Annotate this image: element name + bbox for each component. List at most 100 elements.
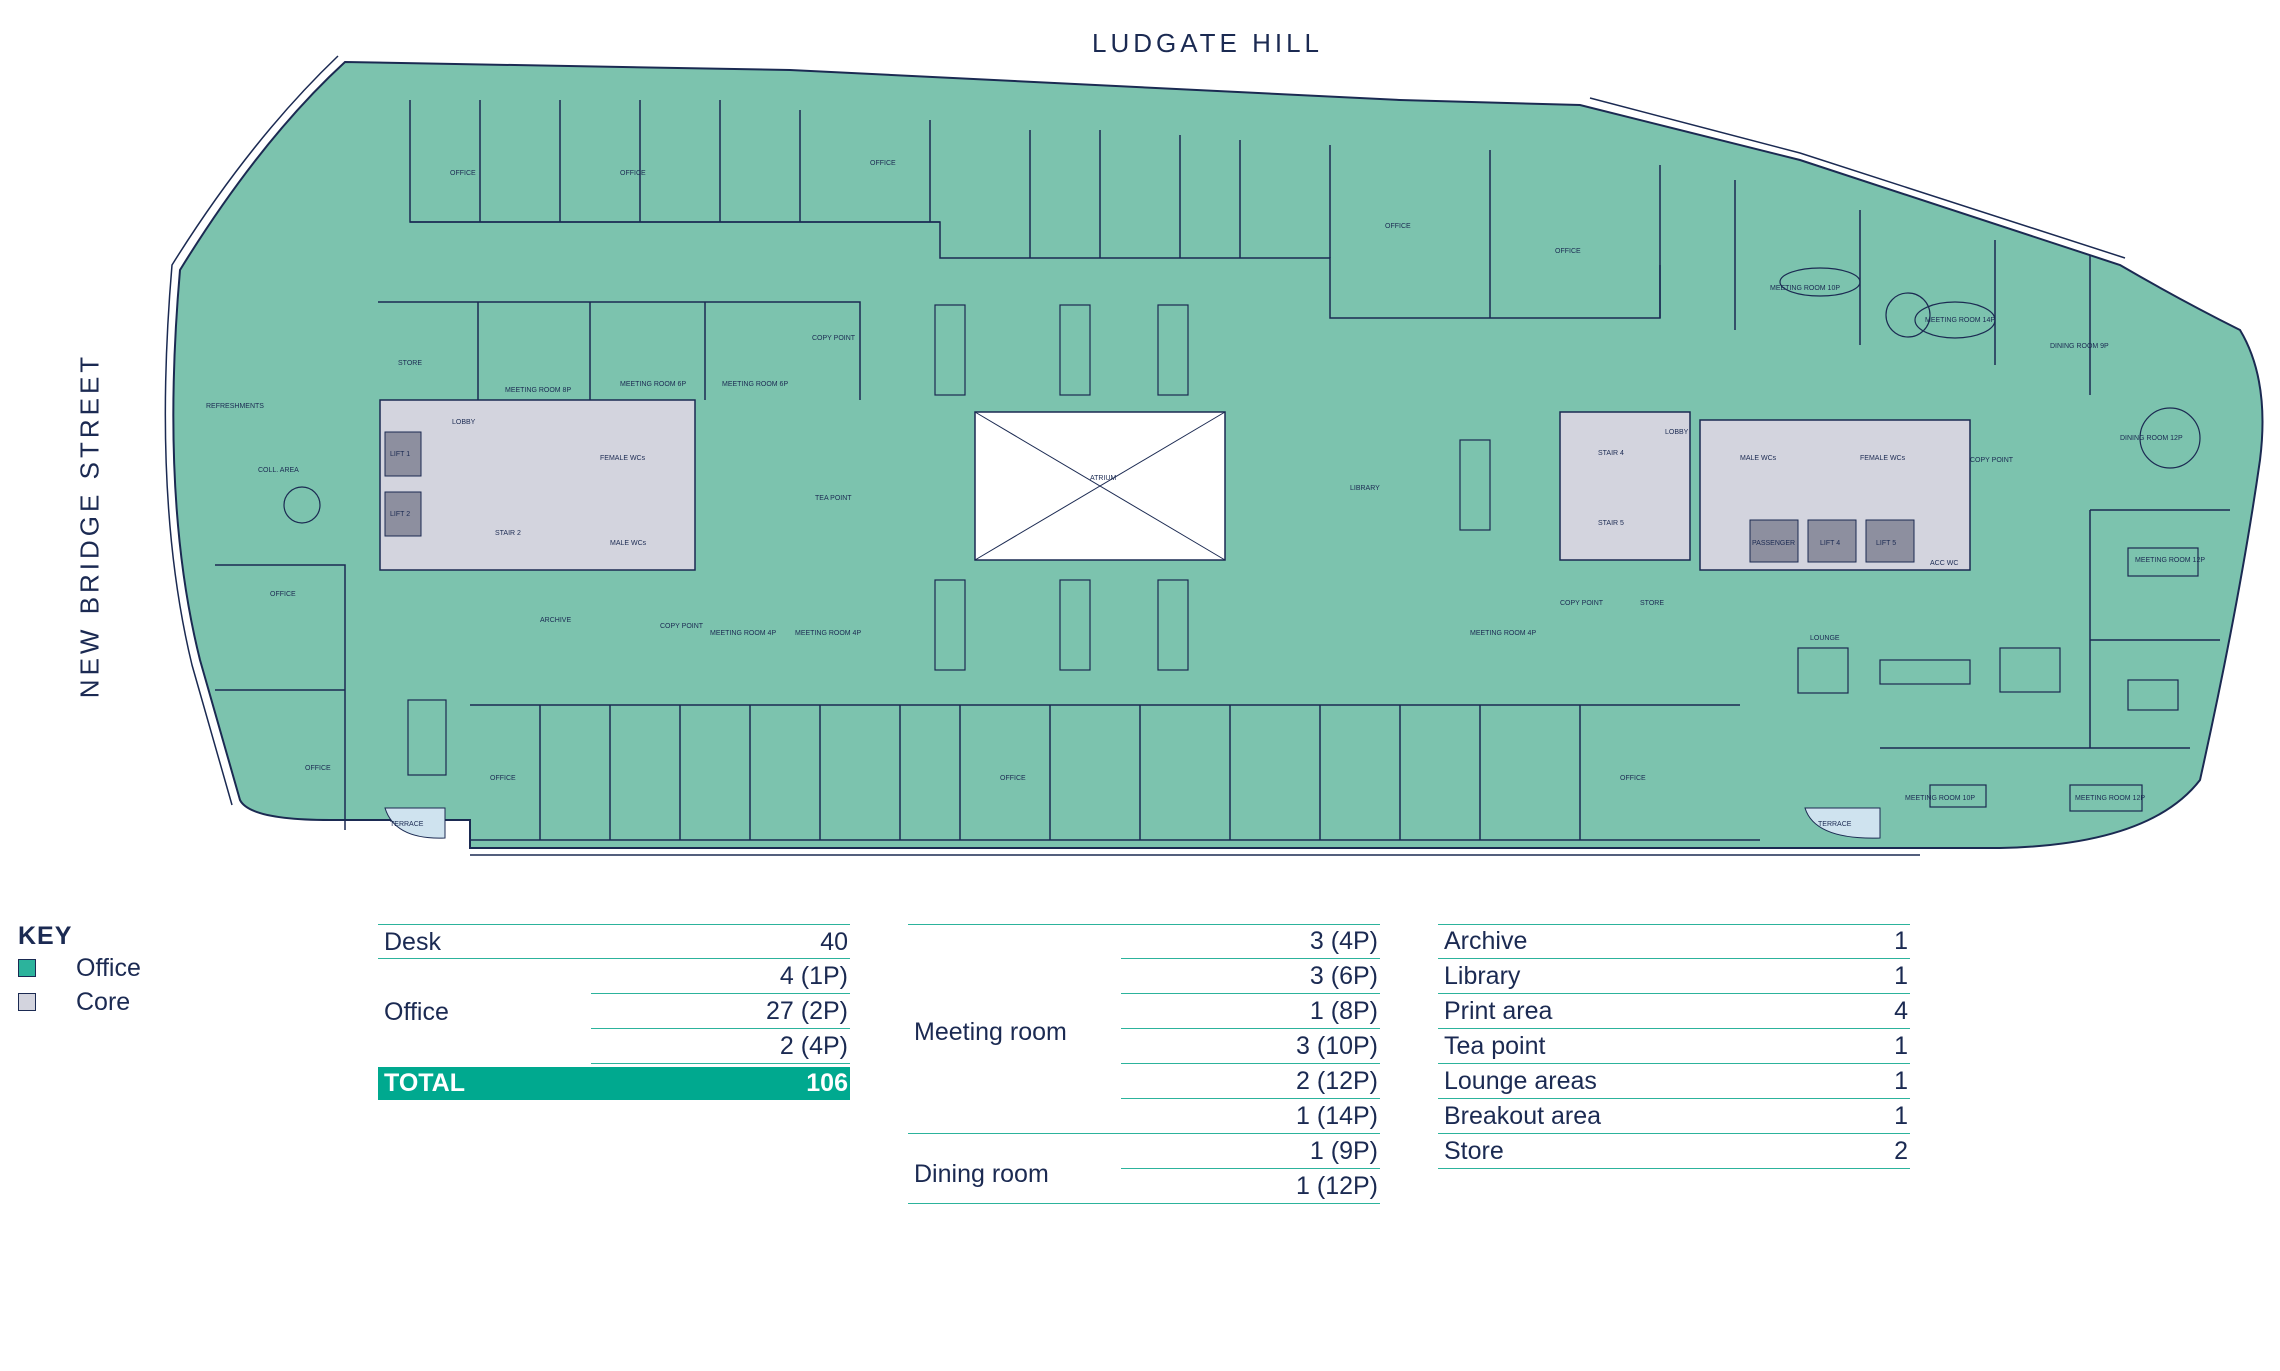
plan-label-copy-point: COPY POINT xyxy=(812,335,856,342)
meeting-room-label: Meeting room xyxy=(914,1018,1067,1046)
street-name-top: LUDGATE HILL xyxy=(1092,28,1324,58)
plan-label-lobby: LOBBY xyxy=(452,419,476,426)
office-value-4p: 2 (4P) xyxy=(779,1032,848,1060)
plan-label-office-9: OFFICE xyxy=(1000,775,1026,782)
meeting-value-14p: 1 (14P) xyxy=(1296,1102,1378,1130)
archive-label: Archive xyxy=(1444,927,1528,955)
table-row-archive: Archive 1 xyxy=(1438,924,1910,959)
breakout-area-label: Breakout area xyxy=(1444,1102,1602,1130)
table-row-meeting-14p: 1 (14P) xyxy=(908,1099,1380,1134)
plan-label-stair-2: STAIR 2 xyxy=(495,530,521,537)
plan-label-female-wcs: FEMALE WCs xyxy=(600,455,646,462)
plan-label-coll-area: COLL. AREA xyxy=(258,467,299,474)
meeting-value-10p: 3 (10P) xyxy=(1296,1032,1378,1060)
table-row-meeting-12p: 2 (12P) xyxy=(1121,1064,1380,1099)
table-row-office-4p: 2 (4P) xyxy=(591,1029,850,1064)
plan-label-stair-4: STAIR 4 xyxy=(1598,450,1624,457)
key-label-office: Office xyxy=(76,953,141,982)
office-value-1p: 4 (1P) xyxy=(779,962,848,990)
lounge-areas-label: Lounge areas xyxy=(1444,1067,1597,1095)
tea-point-value: 1 xyxy=(1894,1032,1908,1060)
plan-label-office-3: OFFICE xyxy=(870,160,896,167)
table-row-desk: Desk 40 xyxy=(378,924,850,959)
plan-label-refreshments: REFRESHMENTS xyxy=(206,403,264,410)
plan-label-meeting-4p-2: MEETING ROOM 4P xyxy=(795,630,861,637)
plan-label-meeting-10p-2: MEETING ROOM 10P xyxy=(1905,795,1975,802)
plan-label-male-wcs-2: MALE WCs xyxy=(1740,455,1777,462)
map-key: KEY Office Core xyxy=(18,922,141,1019)
plan-label-archive: ARCHIVE xyxy=(540,617,571,624)
table-row-dining-9p: 1 (9P) xyxy=(1121,1134,1380,1169)
plan-label-meeting-8p: MEETING ROOM 8P xyxy=(505,387,571,394)
plan-label-lift-5: LIFT 5 xyxy=(1876,540,1896,547)
plan-label-store-2: STORE xyxy=(1640,600,1664,607)
plan-label-meeting-4p: MEETING ROOM 4P xyxy=(710,630,776,637)
library-value: 1 xyxy=(1894,962,1908,990)
office-value-2p: 27 (2P) xyxy=(766,997,848,1025)
store-value: 2 xyxy=(1894,1137,1908,1165)
floor-plan: ATRIUM LIBRARY LOUNGE ARCHIVE STORE STOR… xyxy=(164,55,2264,856)
plan-label-stair-5: STAIR 5 xyxy=(1598,520,1624,527)
plan-label-meeting-6p: MEETING ROOM 6P xyxy=(620,381,686,388)
key-item-office: Office xyxy=(18,951,141,985)
plan-label-store: STORE xyxy=(398,360,422,367)
table-meeting-dining: Meeting room 3 (4P) 3 (6P) 1 (8P) 3 (10P… xyxy=(908,924,1380,1212)
plan-label-lift-4: LIFT 4 xyxy=(1820,540,1840,547)
desk-value: 40 xyxy=(820,928,848,956)
table-row-meeting-10p: 3 (10P) xyxy=(1121,1029,1380,1064)
plan-label-copy-point-2: COPY POINT xyxy=(660,623,704,630)
plan-label-passenger: PASSENGER xyxy=(1752,540,1795,547)
plan-label-atrium: ATRIUM xyxy=(1090,475,1116,482)
plan-label-lift-1: LIFT 1 xyxy=(390,451,410,458)
plan-label-copy-point-4: COPY POINT xyxy=(1970,457,2014,464)
plan-label-tea-point: TEA POINT xyxy=(815,495,852,502)
core-swatch xyxy=(18,993,36,1011)
plan-label-copy-point-3: COPY POINT xyxy=(1560,600,1604,607)
plan-label-female-wcs-2: FEMALE WCs xyxy=(1860,455,1906,462)
table-row-meeting-8p: 1 (8P) xyxy=(1121,994,1380,1029)
table-row-office-1p: 4 (1P) xyxy=(591,959,850,994)
plan-label-meeting-6p-2: MEETING ROOM 6P xyxy=(722,381,788,388)
plan-label-meeting-4p-3: MEETING ROOM 4P xyxy=(1470,630,1536,637)
plan-label-meeting-12p-2: MEETING ROOM 12P xyxy=(2075,795,2145,802)
print-area-label: Print area xyxy=(1444,997,1553,1025)
plan-label-terrace-2: TERRACE xyxy=(1818,821,1852,828)
plan-label-dining-9p: DINING ROOM 9P xyxy=(2050,343,2109,350)
plan-label-lounge: LOUNGE xyxy=(1810,635,1840,642)
meeting-value-6p: 3 (6P) xyxy=(1309,962,1378,990)
plan-label-office-2: OFFICE xyxy=(620,170,646,177)
plan-label-library: LIBRARY xyxy=(1350,485,1380,492)
lounge-areas-value: 1 xyxy=(1894,1067,1908,1095)
dining-value-9p: 1 (9P) xyxy=(1309,1137,1378,1165)
plan-label-office-4: OFFICE xyxy=(1385,223,1411,230)
desk-label: Desk xyxy=(384,928,441,956)
plan-label-male-wcs: MALE WCs xyxy=(610,540,647,547)
plan-label-office: OFFICE xyxy=(450,170,476,177)
store-label: Store xyxy=(1444,1137,1504,1165)
plan-label-meeting-12p: MEETING ROOM 12P xyxy=(2135,557,2205,564)
breakout-area-value: 1 xyxy=(1894,1102,1908,1130)
plan-label-office-6: OFFICE xyxy=(305,765,331,772)
plan-label-terrace: TERRACE xyxy=(390,821,424,828)
tea-point-label: Tea point xyxy=(1444,1032,1546,1060)
table-row-store: Store 2 xyxy=(1438,1134,1910,1169)
plan-label-dining-12p: DINING ROOM 12P xyxy=(2120,435,2183,442)
table-row-breakout-area: Breakout area 1 xyxy=(1438,1099,1910,1134)
office-label: Office xyxy=(384,998,449,1026)
core-right-stairs xyxy=(1559,411,1691,561)
plan-label-lobby-2: LOBBY xyxy=(1665,429,1689,436)
dining-room-label: Dining room xyxy=(914,1160,1049,1188)
key-label-core: Core xyxy=(76,987,131,1016)
core-left xyxy=(379,399,696,571)
meeting-value-8p: 1 (8P) xyxy=(1309,997,1378,1025)
table-row-tea-point: Tea point 1 xyxy=(1438,1029,1910,1064)
dining-value-12p: 1 (12P) xyxy=(1296,1172,1378,1200)
table-row-meeting-6p: 3 (6P) xyxy=(1121,959,1380,994)
table-row-total: TOTAL 106 xyxy=(378,1067,850,1100)
plan-label-office-7: OFFICE xyxy=(270,591,296,598)
plan-label-office-10: OFFICE xyxy=(1620,775,1646,782)
archive-value: 1 xyxy=(1894,927,1908,955)
meeting-value-4p: 3 (4P) xyxy=(1309,927,1378,955)
